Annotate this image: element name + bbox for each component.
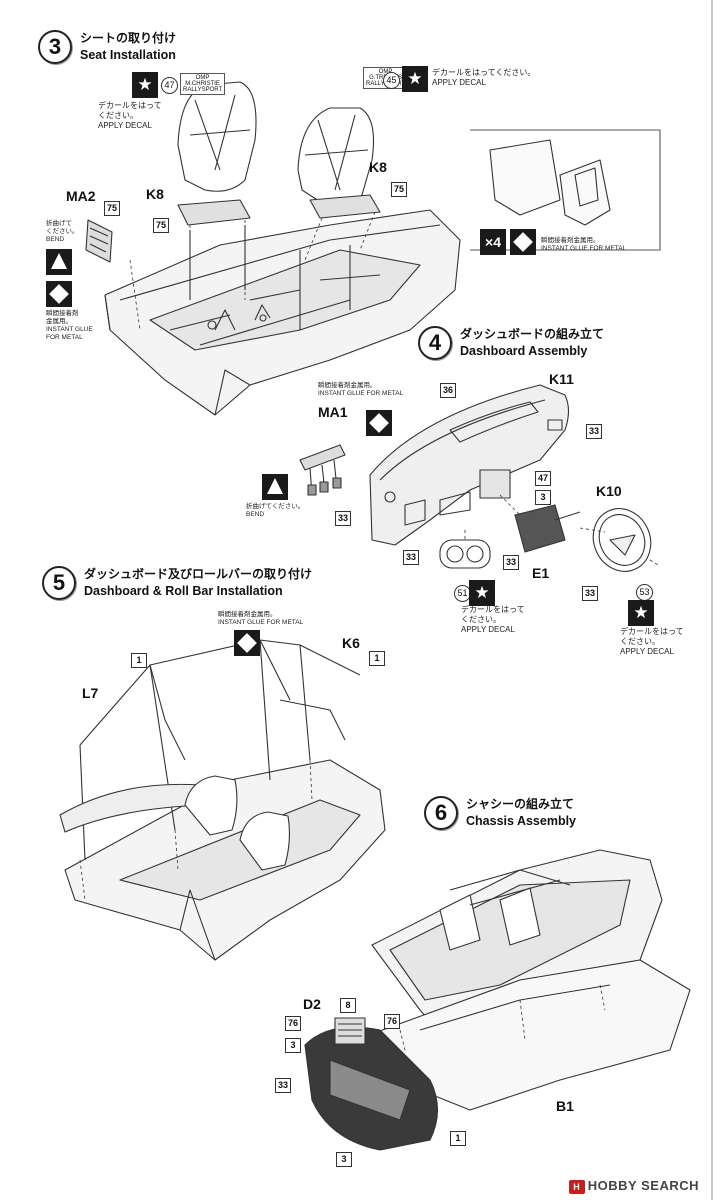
decal-star-icon: ★: [628, 600, 654, 626]
part-number: 36: [440, 383, 456, 398]
decal-number: 51: [454, 585, 471, 602]
part-label-k6: K6: [342, 635, 360, 651]
part-label-b1: B1: [556, 1098, 574, 1114]
step-number: 6: [424, 796, 458, 830]
step-title-en: Dashboard & Roll Bar Installation: [84, 584, 283, 598]
part-number: 33: [582, 586, 598, 601]
part-number: 33: [586, 424, 602, 439]
step-3-header: 3 シートの取り付け Seat Installation: [38, 30, 176, 64]
step3-body-drawing: [85, 81, 661, 416]
part-number: 75: [153, 218, 169, 233]
part-label-e1: E1: [532, 565, 550, 581]
part-number: 33: [403, 550, 419, 565]
part-label-ma2: MA2: [66, 188, 96, 204]
glue-note: 瞬間接着剤金属用。INSTANT GLUE FOR METAL: [318, 382, 404, 397]
glue-diamond-icon: [234, 630, 260, 656]
decal-number: 53: [636, 584, 653, 601]
glue-diamond-icon: [366, 410, 392, 436]
part-label-k8: K8: [369, 159, 387, 175]
part-number: 1: [450, 1131, 466, 1146]
step4-dashboard-drawing: [299, 384, 659, 572]
part-number: 3: [336, 1152, 352, 1167]
part-number: 3: [535, 490, 551, 505]
part-number: 1: [369, 651, 385, 666]
step-title-en: Dashboard Assembly: [460, 344, 588, 358]
step-title-en: Seat Installation: [80, 48, 176, 62]
part-number: 1: [131, 653, 147, 668]
step-5-header: 5 ダッシュボード及びロールバーの取り付け Dashboard & Roll B…: [42, 566, 312, 600]
bend-note: 折曲げてください。BEND: [46, 220, 79, 243]
glue-diamond-icon: [46, 281, 72, 307]
apply-decal-note: デカールをはってください。APPLY DECAL: [461, 605, 525, 634]
step6-chassis-drawing: [304, 849, 691, 1151]
part-label-k10: K10: [596, 483, 622, 499]
step-number: 5: [42, 566, 76, 600]
part-label-d2: D2: [303, 996, 321, 1012]
step-title-jp: シートの取り付け: [80, 31, 177, 45]
decal-star-icon: ★: [469, 580, 495, 606]
step5-rollbar-drawing: [59, 639, 386, 961]
step-number: 3: [38, 30, 72, 64]
step-title-jp: シャシーの組み立て: [466, 797, 575, 811]
part-label-ma1: MA1: [318, 404, 348, 420]
decal-star-icon: ★: [132, 72, 158, 98]
bend-note: 折曲げてください。BEND: [246, 503, 305, 518]
step-title-jp: ダッシュボード及びロールバーの取り付け: [84, 567, 313, 581]
decal-star-icon: ★: [402, 66, 428, 92]
glue-diamond-icon: [510, 229, 536, 255]
part-label-l7: L7: [82, 685, 99, 701]
quantity-x4-badge: ×4: [480, 229, 506, 255]
part-number: 76: [285, 1016, 301, 1031]
part-number: 75: [391, 182, 407, 197]
part-number: 75: [104, 201, 120, 216]
part-number: 33: [503, 555, 519, 570]
part-number: 33: [335, 511, 351, 526]
part-number: 33: [275, 1078, 291, 1093]
decal-number: 45: [383, 72, 400, 89]
step-4-header: 4 ダッシュボードの組み立て Dashboard Assembly: [418, 326, 604, 360]
apply-decal-note: デカールをはってください。APPLY DECAL: [620, 627, 684, 656]
part-number: 3: [285, 1038, 301, 1053]
apply-decal-note: デカールをはってください。APPLY DECAL: [98, 101, 162, 130]
glue-note: 瞬間接着剤金属用。INSTANT GLUE FOR METAL: [218, 611, 304, 626]
step-6-header: 6 シャシーの組み立て Chassis Assembly: [424, 796, 576, 830]
decal-number: 47: [161, 77, 178, 94]
step-title-jp: ダッシュボードの組み立て: [460, 327, 605, 341]
glue-note: 瞬間接着剤金属用。 INSTANT GLUE FOR METAL: [541, 237, 627, 252]
apply-decal-note: デカールをはってください。APPLY DECAL: [432, 68, 536, 87]
step-title-en: Chassis Assembly: [466, 814, 577, 828]
bend-icon: [46, 249, 72, 275]
hobbysearch-logo-icon: H: [568, 1180, 585, 1194]
part-label-k11: K11: [549, 371, 574, 387]
step-number: 4: [418, 326, 452, 360]
bend-icon: [262, 474, 288, 500]
part-number: 47: [535, 471, 551, 486]
part-label-k8: K8: [146, 186, 164, 202]
part-number: 8: [340, 998, 356, 1013]
part-number: 76: [384, 1014, 400, 1029]
